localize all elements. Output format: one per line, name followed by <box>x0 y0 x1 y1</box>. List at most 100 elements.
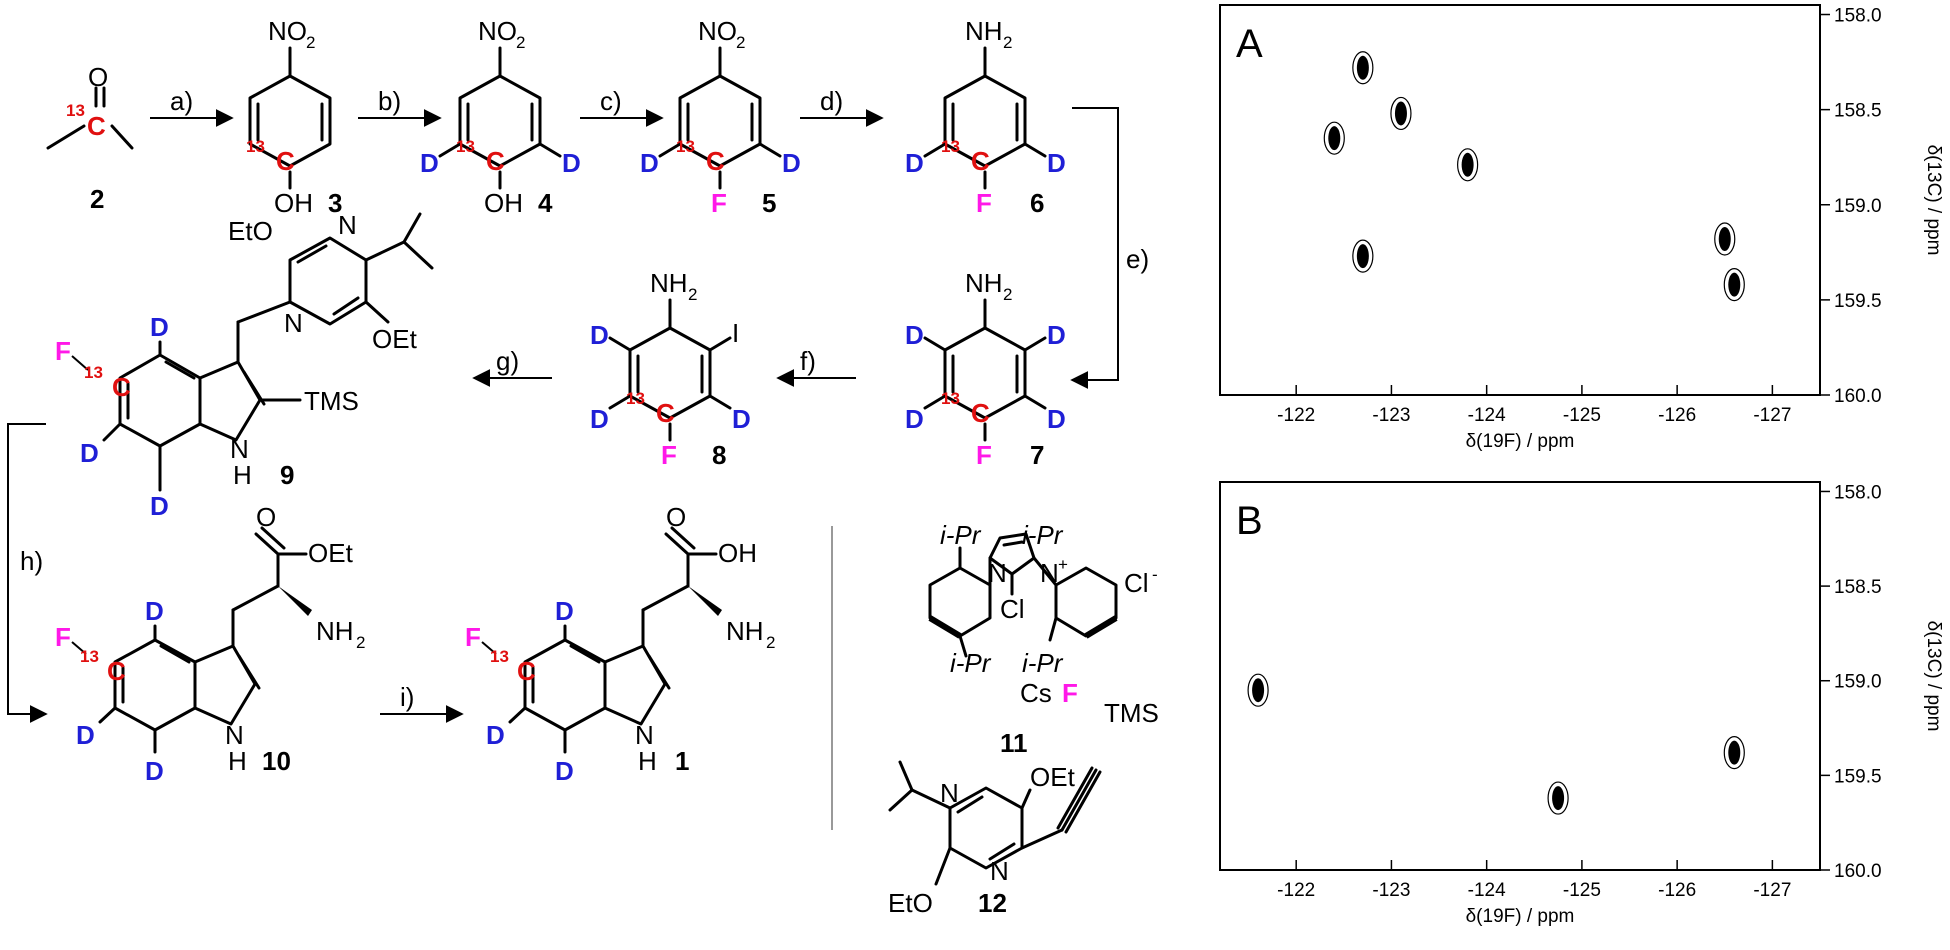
svg-text:OEt: OEt <box>1030 762 1076 792</box>
svg-text:NH: NH <box>726 616 764 646</box>
svg-text:H: H <box>233 460 252 490</box>
svg-text:D: D <box>732 404 751 434</box>
svg-text:NH: NH <box>965 16 1003 46</box>
svg-text:D: D <box>76 720 95 750</box>
svg-text:13: 13 <box>676 137 695 156</box>
compound-label-12: 12 <box>978 888 1007 918</box>
svg-text:C: C <box>517 656 536 686</box>
svg-text:D: D <box>150 491 169 521</box>
svg-text:D: D <box>640 148 659 178</box>
svg-text:C: C <box>276 146 295 176</box>
svg-text:i-Pr: i-Pr <box>940 520 982 550</box>
svg-text:D: D <box>590 320 609 350</box>
svg-text:13: 13 <box>941 389 960 408</box>
svg-text:2: 2 <box>766 633 775 652</box>
cross-peak <box>1328 126 1341 151</box>
svg-text:NH: NH <box>650 268 688 298</box>
svg-text:C: C <box>971 146 990 176</box>
svg-text:D: D <box>486 720 505 750</box>
panel-label: A <box>1236 22 1263 66</box>
cross-peak-contour <box>1323 121 1345 155</box>
y-tick-label: 160.0 <box>1834 386 1882 407</box>
svg-text:2: 2 <box>1003 285 1012 304</box>
compound-11: i-Pr i-Pr i-Pr i-Pr N N + Cl Cl - Cs F 1… <box>928 520 1158 758</box>
cross-peak-contour <box>1723 736 1745 770</box>
svg-text:F: F <box>55 622 71 652</box>
x-tick-label: -127 <box>1753 405 1791 426</box>
svg-text:OH: OH <box>274 188 313 218</box>
step-b: b) <box>378 86 401 116</box>
svg-text:13: 13 <box>84 363 103 382</box>
svg-text:H: H <box>228 746 247 776</box>
svg-text:13: 13 <box>246 137 265 156</box>
svg-text:D: D <box>80 438 99 468</box>
compound-9: TMS EtO N N OEt N H F 13 C D D D 9 <box>55 210 434 521</box>
step-d: d) <box>820 86 843 116</box>
svg-text:D: D <box>562 148 581 178</box>
compound-1: O OH NH 2 N H F 13 C D D D 1 <box>465 502 775 786</box>
svg-text:N: N <box>1040 558 1059 588</box>
svg-text:F: F <box>465 622 481 652</box>
plot-frame <box>1219 4 1821 396</box>
svg-text:O: O <box>666 502 686 532</box>
x-axis-label: δ(19F) / ppm <box>1466 906 1575 927</box>
compound-label-2: 2 <box>90 184 104 214</box>
y-tick-label: 159.0 <box>1834 196 1882 217</box>
x-tick-label: -123 <box>1372 880 1410 901</box>
cross-peak-contour <box>1457 148 1479 182</box>
compound-label-11: 11 <box>1000 728 1028 758</box>
y-tick-label: 159.5 <box>1834 291 1882 312</box>
compound-6: NH 2 D D 13 C F 6 <box>905 16 1066 218</box>
step-g: g) <box>496 346 519 376</box>
svg-text:F: F <box>661 440 677 470</box>
step-f: f) <box>800 346 816 376</box>
svg-text:N: N <box>940 778 959 808</box>
svg-text:N: N <box>230 434 249 464</box>
compound-12: TMS OEt N N EtO 12 <box>888 698 1159 918</box>
svg-text:OEt: OEt <box>372 324 418 354</box>
svg-text:13: 13 <box>490 647 509 666</box>
arrow-e <box>1070 107 1119 389</box>
svg-text:C: C <box>656 398 675 428</box>
svg-text:C: C <box>112 372 131 402</box>
compound-label-4: 4 <box>538 188 553 218</box>
x-tick-label: -125 <box>1563 405 1601 426</box>
svg-text:C: C <box>486 146 505 176</box>
svg-text:N: N <box>990 856 1009 886</box>
step-a: a) <box>170 86 193 116</box>
cross-peak-contour <box>1352 239 1374 273</box>
cross-peak-contour <box>1352 51 1374 85</box>
svg-text:D: D <box>555 756 574 786</box>
compound-10: O OEt NH 2 N H F 13 C D D D 10 <box>55 502 365 786</box>
svg-text:D: D <box>145 596 164 626</box>
compound-8: NH 2 I D D D 13 C F 8 <box>590 268 751 470</box>
compound-label-7: 7 <box>1030 440 1044 470</box>
svg-text:F: F <box>55 336 71 366</box>
cross-peak-contour <box>1723 268 1745 302</box>
svg-text:Cs: Cs <box>1020 678 1052 708</box>
svg-text:i-Pr: i-Pr <box>1022 648 1064 678</box>
svg-text:D: D <box>905 148 924 178</box>
svg-text:D: D <box>1047 404 1066 434</box>
y-tick-label: 159.0 <box>1834 672 1882 693</box>
svg-text:C: C <box>107 656 126 686</box>
svg-text:Cl: Cl <box>1000 594 1025 624</box>
svg-text:13: 13 <box>456 137 475 156</box>
cross-peak <box>1356 244 1369 269</box>
svg-text:D: D <box>1047 148 1066 178</box>
cross-peak <box>1394 101 1407 126</box>
compound-label-9: 9 <box>280 460 294 490</box>
step-i: i) <box>400 682 414 712</box>
svg-text:2: 2 <box>688 285 697 304</box>
svg-text:D: D <box>590 404 609 434</box>
y-tick-label: 160.0 <box>1834 861 1882 882</box>
svg-text:2: 2 <box>516 33 525 52</box>
cross-peak <box>1252 678 1265 703</box>
cross-peak-contour <box>1547 781 1569 815</box>
svg-text:F: F <box>976 188 992 218</box>
cross-peak-contour <box>1247 673 1269 707</box>
y-axis-label: δ(13C) / ppm <box>1923 621 1944 732</box>
svg-text:13: 13 <box>66 101 85 120</box>
svg-text:D: D <box>1047 320 1066 350</box>
